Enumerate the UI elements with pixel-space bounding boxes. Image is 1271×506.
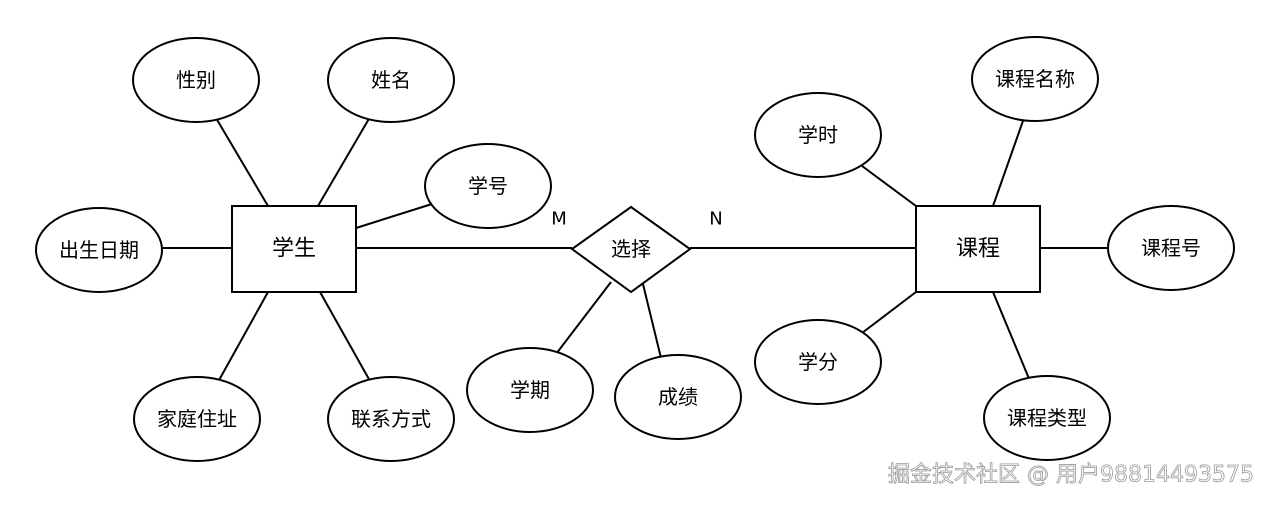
attr-semester-label: 学期 [510,378,550,402]
attr-credits-label: 学分 [798,350,838,374]
edge-course-type [992,291,1031,382]
attr-course-name: 课程名称 [971,36,1099,122]
attr-course-id: 课程号 [1107,205,1235,291]
attr-course-type-label: 课程类型 [1007,406,1087,430]
edge-relationship-grade [641,279,662,359]
edge-relationship-semester [555,281,612,355]
cardinality-m: M [551,209,567,230]
edge-course-credits [861,291,917,334]
attr-home-address: 家庭住址 [133,376,261,462]
connectors [161,116,1110,383]
attr-contact-label: 联系方式 [351,407,431,431]
edge-student-name [317,116,371,207]
edge-course-hours [861,165,917,207]
attr-course-id-label: 课程号 [1141,236,1201,260]
attr-student-id: 学号 [424,143,552,229]
entity-student: 学生 [231,205,357,293]
attr-course-name-label: 课程名称 [995,67,1075,91]
entity-course-label: 课程 [956,237,1000,262]
attr-birth-date: 出生日期 [35,207,163,293]
attr-name: 姓名 [327,37,455,123]
edge-student-contact [319,291,371,382]
edge-student-gender [215,117,269,207]
attr-course-type: 课程类型 [983,375,1111,461]
attr-semester: 学期 [466,347,594,433]
edge-student-id [355,203,433,229]
watermark-text: 掘金技术社区 @ 用户98814493575 [888,463,1254,488]
attr-contact: 联系方式 [327,376,455,462]
attr-hours: 学时 [754,92,882,178]
relationship-select: 选择 [570,205,692,294]
edge-course-name [992,117,1025,207]
attr-gender-label: 性别 [176,68,216,92]
attr-grade-label: 成绩 [658,385,698,409]
attr-home-address-label: 家庭住址 [157,407,237,431]
attr-birth-date-label: 出生日期 [59,238,139,262]
attr-student-id-label: 学号 [468,174,508,198]
attr-name-label: 姓名 [371,68,411,92]
attr-grade: 成绩 [614,354,742,440]
cardinality-n: N [709,209,722,230]
attr-credits: 学分 [754,319,882,405]
relationship-label: 选择 [611,237,651,261]
attr-hours-label: 学时 [798,123,838,147]
edge-student-address [217,291,269,383]
entity-student-label: 学生 [272,237,316,262]
attr-gender: 性别 [132,37,260,123]
entity-course: 课程 [915,205,1041,293]
